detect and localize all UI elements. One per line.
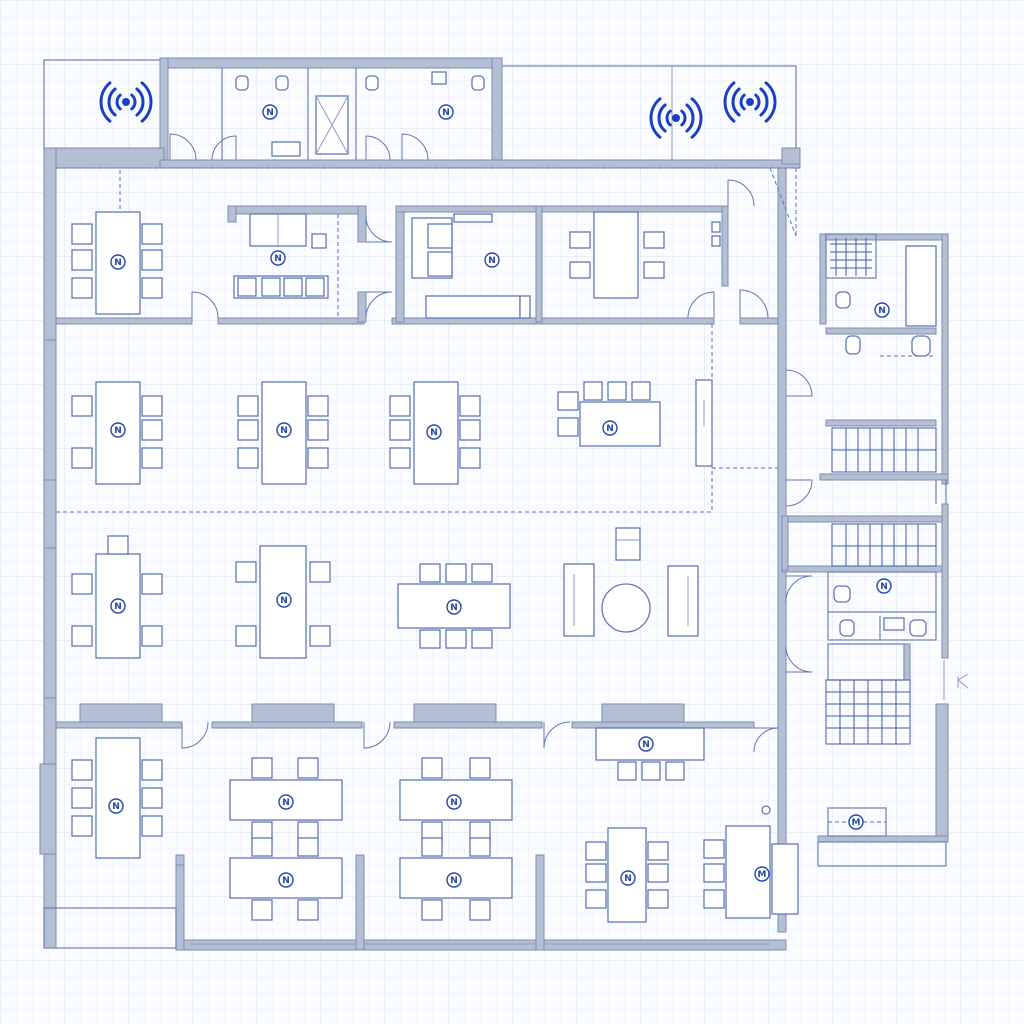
room-marker: N [446, 599, 462, 615]
door-swings [181, 179, 813, 753]
room-marker-label: N [114, 602, 122, 612]
room-marker: N [874, 302, 890, 318]
room-marker: N [110, 598, 126, 614]
room-marker-label: N [488, 256, 496, 266]
right-core [761, 233, 969, 867]
toilet [235, 75, 249, 91]
room-marker-label: N [112, 802, 120, 812]
room-marker: N [110, 422, 126, 438]
wifi-signal-icon [649, 97, 703, 139]
room-marker-label: M [758, 870, 767, 880]
room-marker-label: N [430, 428, 438, 438]
room-marker: N [446, 872, 462, 888]
room-marker-label: N [450, 798, 458, 808]
room-marker: N [638, 736, 654, 752]
room-marker: M [754, 866, 770, 882]
room-marker: M [848, 814, 864, 830]
room-marker: N [270, 250, 286, 266]
room-marker: N [276, 422, 292, 438]
room-marker-label: N [880, 582, 888, 592]
room-marker-label: M [852, 818, 861, 828]
room-marker: N [620, 870, 636, 886]
room-marker: N [278, 872, 294, 888]
room-marker: N [876, 578, 892, 594]
room-marker: N [426, 424, 442, 440]
wifi-signal-icon [723, 81, 777, 123]
room-marker-label: N [642, 740, 650, 750]
room-marker-label: N [442, 108, 450, 118]
room-marker: N [602, 420, 618, 436]
room-marker-label: N [450, 603, 458, 613]
room-marker: N [108, 798, 124, 814]
room-marker: N [110, 254, 126, 270]
room-marker-label: N [266, 108, 274, 118]
top-service-strip [43, 57, 797, 167]
room-marker-label: N [280, 596, 288, 606]
room-marker-label: N [274, 254, 282, 264]
toilet [365, 75, 379, 91]
toilet [275, 75, 289, 91]
stair-mid [831, 427, 937, 473]
wifi-signals [99, 81, 777, 139]
sink [431, 71, 447, 85]
room-marker-label: N [114, 426, 122, 436]
sink [271, 141, 301, 157]
room-markers: N N N N N N N N N N N N N N N N N N N N N M M [108, 104, 892, 888]
room-marker-label: N [606, 424, 614, 434]
room-marker-label: N [114, 258, 122, 268]
interior-walls [39, 205, 779, 951]
room-marker: N [262, 104, 278, 120]
stair-top [830, 238, 872, 276]
room-marker: N [446, 794, 462, 810]
stair-lower [831, 523, 937, 567]
room-marker: N [438, 104, 454, 120]
round-table [601, 583, 651, 633]
room-marker-label: N [450, 876, 458, 886]
room-marker: N [278, 794, 294, 810]
room-marker-label: N [624, 874, 632, 884]
room-marker: N [484, 252, 500, 268]
room-marker-label: N [280, 426, 288, 436]
toilet [471, 75, 485, 91]
room-marker: N [276, 592, 292, 608]
room-marker-label: N [282, 798, 290, 808]
room-marker-label: N [282, 876, 290, 886]
room-marker-label: N [878, 306, 886, 316]
stair-bottom [825, 679, 911, 745]
wifi-signal-icon [99, 81, 153, 123]
